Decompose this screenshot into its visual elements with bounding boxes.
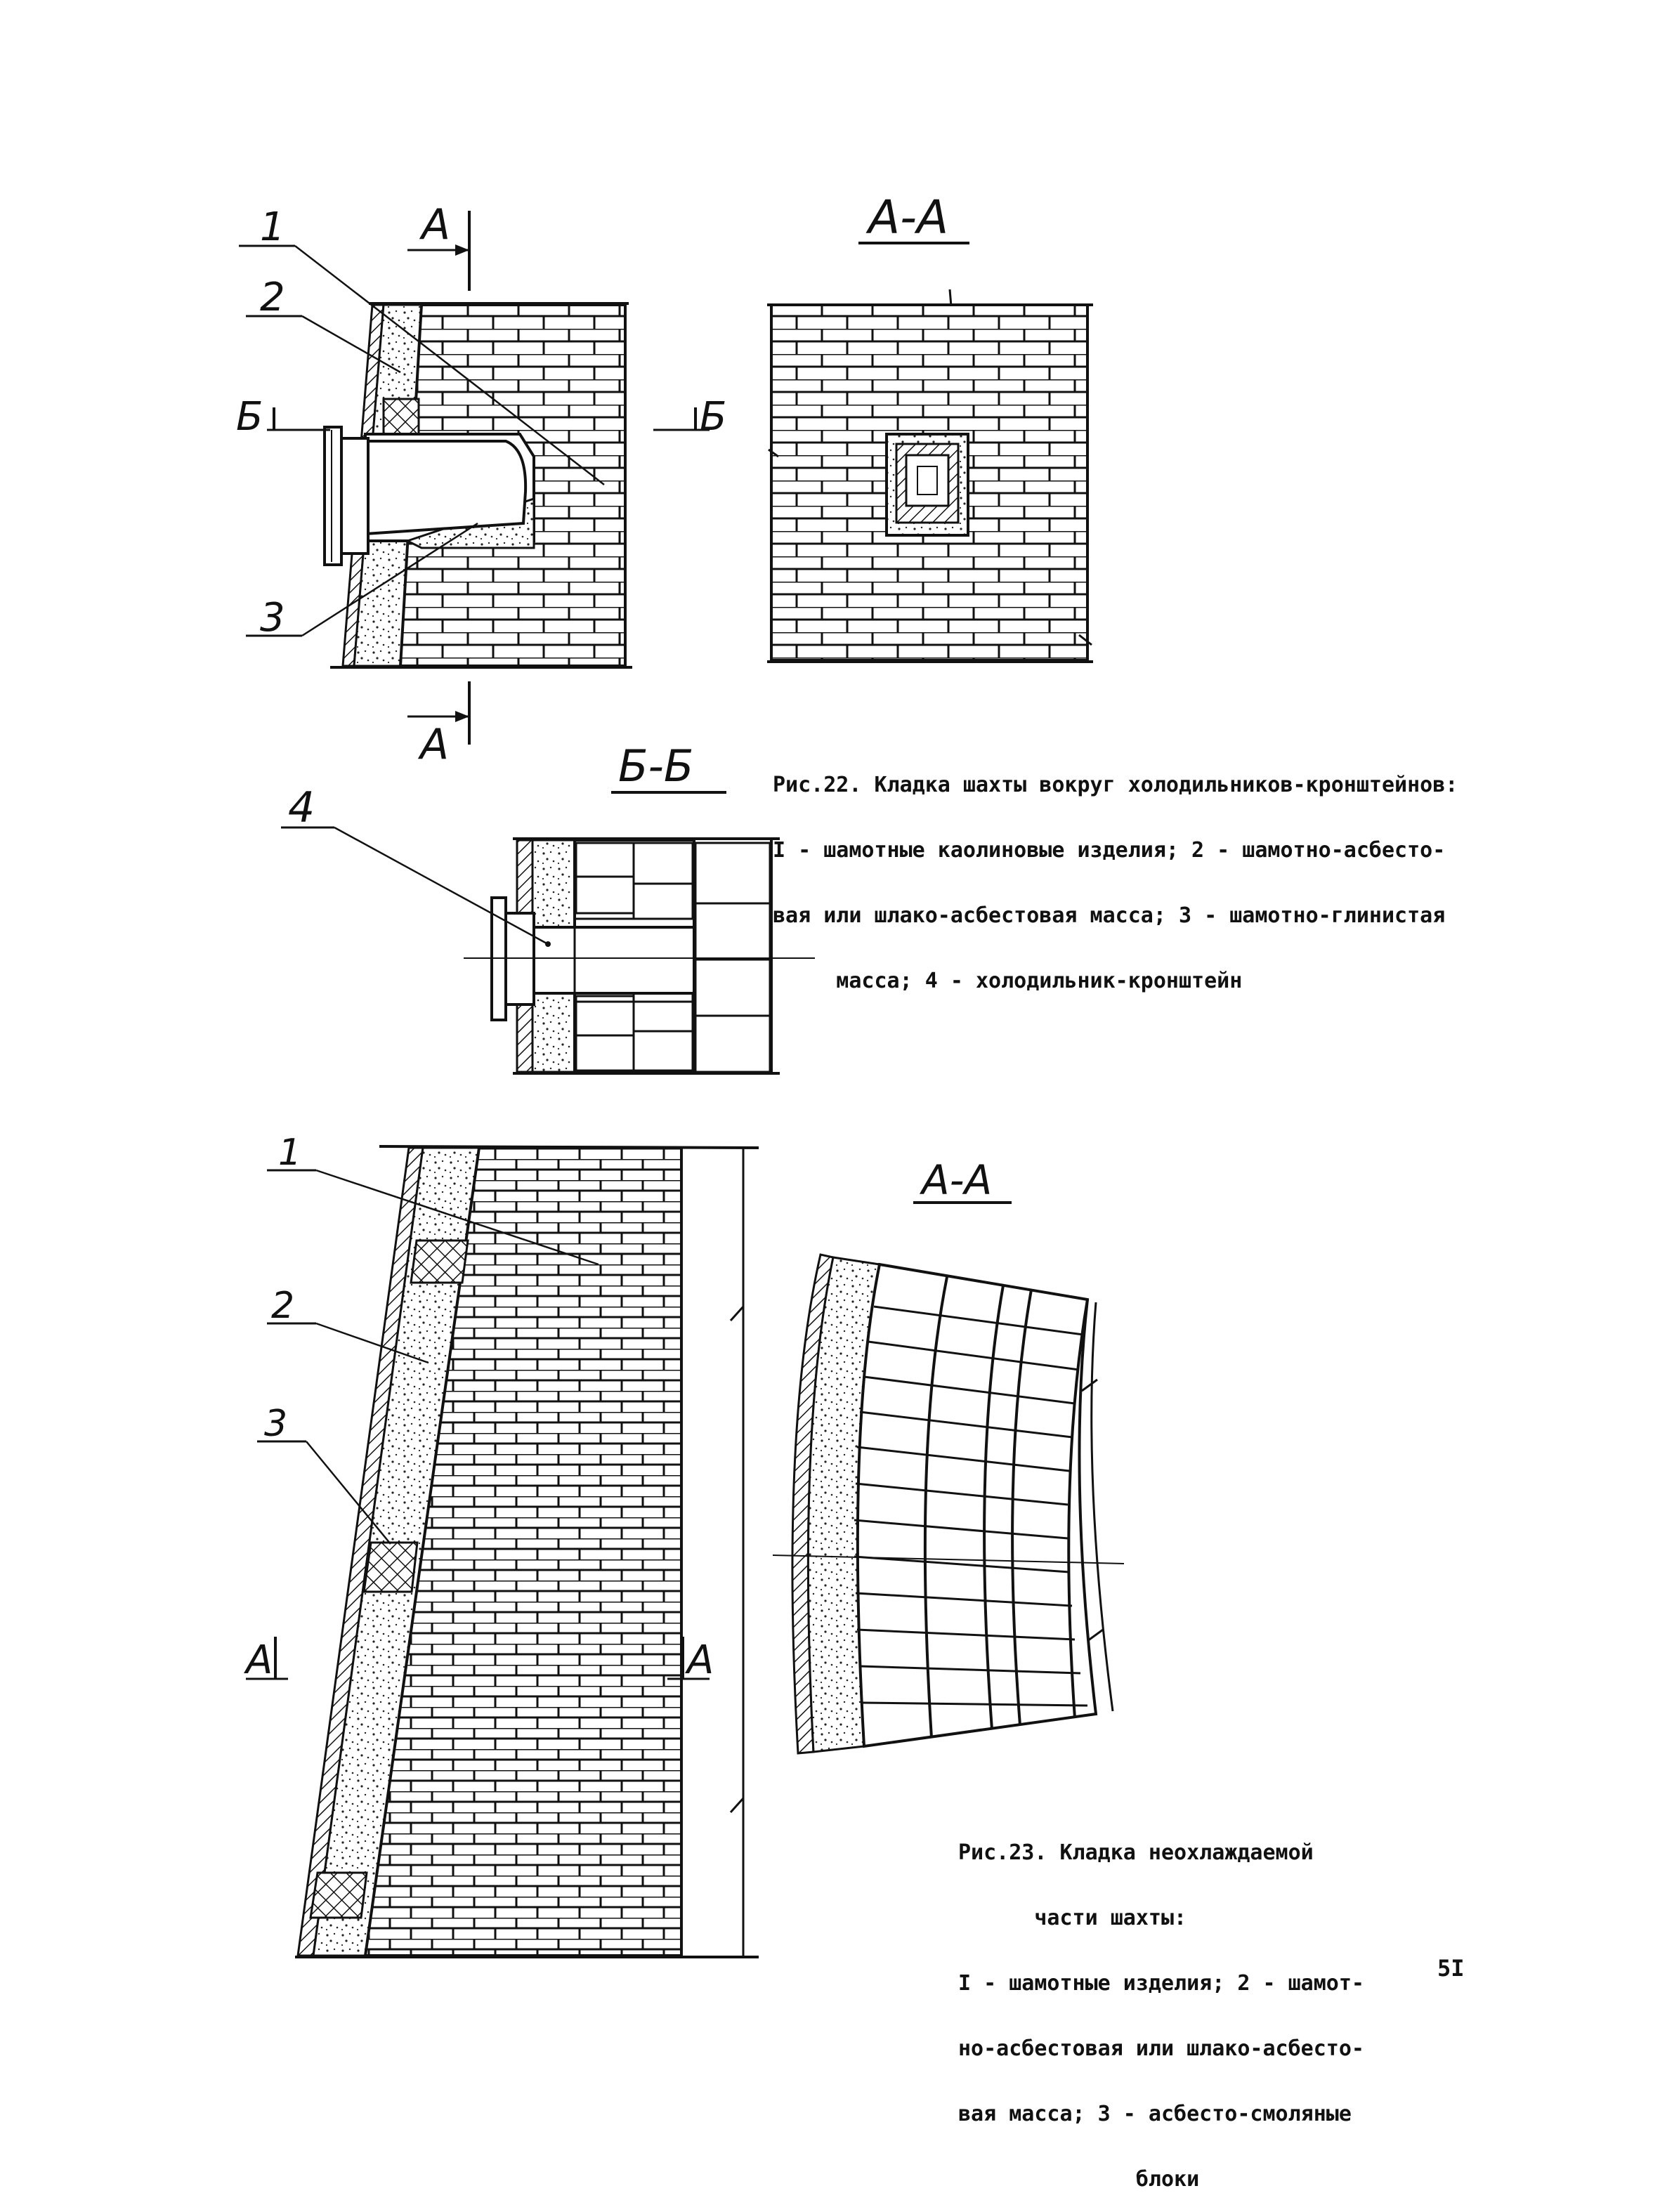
fig22-cut-a-top: А (419, 200, 450, 249)
fig23-caption-line: блоки (958, 2167, 1200, 2192)
fig23-caption-line: I - шамотные изделия; 2 - шамот- (958, 1971, 1364, 1996)
fig22-cut-b-right: Б (700, 394, 726, 440)
fig23-caption-line: но-асбестовая или шлако-асбесто- (958, 2036, 1364, 2061)
fig23-callout-2: 2 (271, 1285, 294, 1327)
fig22-cut-b-left: Б (236, 394, 263, 440)
fig22-caption-line: I - шамотные каолиновые изделия; 2 - шам… (773, 838, 1446, 863)
page-number: 5I (1437, 1955, 1465, 1982)
fig23-elevation (246, 1145, 759, 1958)
fig22-section-bb (281, 826, 815, 1075)
fig23-callout-3: 3 (264, 1403, 287, 1445)
fig22-caption-line: вая или шлако-асбестовая масса; 3 - шамо… (773, 903, 1446, 928)
fig22-callout-4: 4 (288, 783, 315, 832)
fig23-caption: Рис.23. Кладка неохлаждаемой части шахты… (958, 1798, 1364, 2212)
fig23-section-aa (772, 1253, 1125, 1755)
technical-drawing: 1 2 3 А А Б Б А-А (236, 190, 1125, 1958)
fig22-callout-1: 1 (260, 204, 285, 250)
fig22-callout-3: 3 (260, 595, 285, 641)
fig23-caption-line: вая масса; 3 - асбесто-смоляные (958, 2102, 1352, 2126)
fig22-section-aa (767, 289, 1093, 663)
fig23-caption-line: части шахты: (958, 1906, 1187, 1930)
fig23-section-aa-label: А-А (919, 1156, 992, 1204)
fig22-elevation (239, 211, 710, 745)
fig23-caption-line: Рис.23. Кладка неохлаждаемой (958, 1840, 1314, 1865)
fig22-section-aa-label: А-А (865, 190, 948, 244)
fig22-cut-a-bottom: А (417, 720, 449, 769)
fig22-callout-2: 2 (260, 275, 285, 320)
fig22-caption-line: Рис.22. Кладка шахты вокруг холодильнико… (773, 773, 1458, 797)
fig23-cut-a-left: А (244, 1637, 273, 1683)
fig22-caption-line: масса; 4 - холодильник-кронштейн (773, 969, 1243, 993)
fig23-callout-1: 1 (278, 1132, 301, 1174)
fig23-cut-a-right: А (685, 1637, 714, 1683)
fig22-caption: Рис.22. Кладка шахты вокруг холодильнико… (773, 731, 1458, 1014)
fig22-section-bb-label: Б-Б (618, 740, 693, 792)
